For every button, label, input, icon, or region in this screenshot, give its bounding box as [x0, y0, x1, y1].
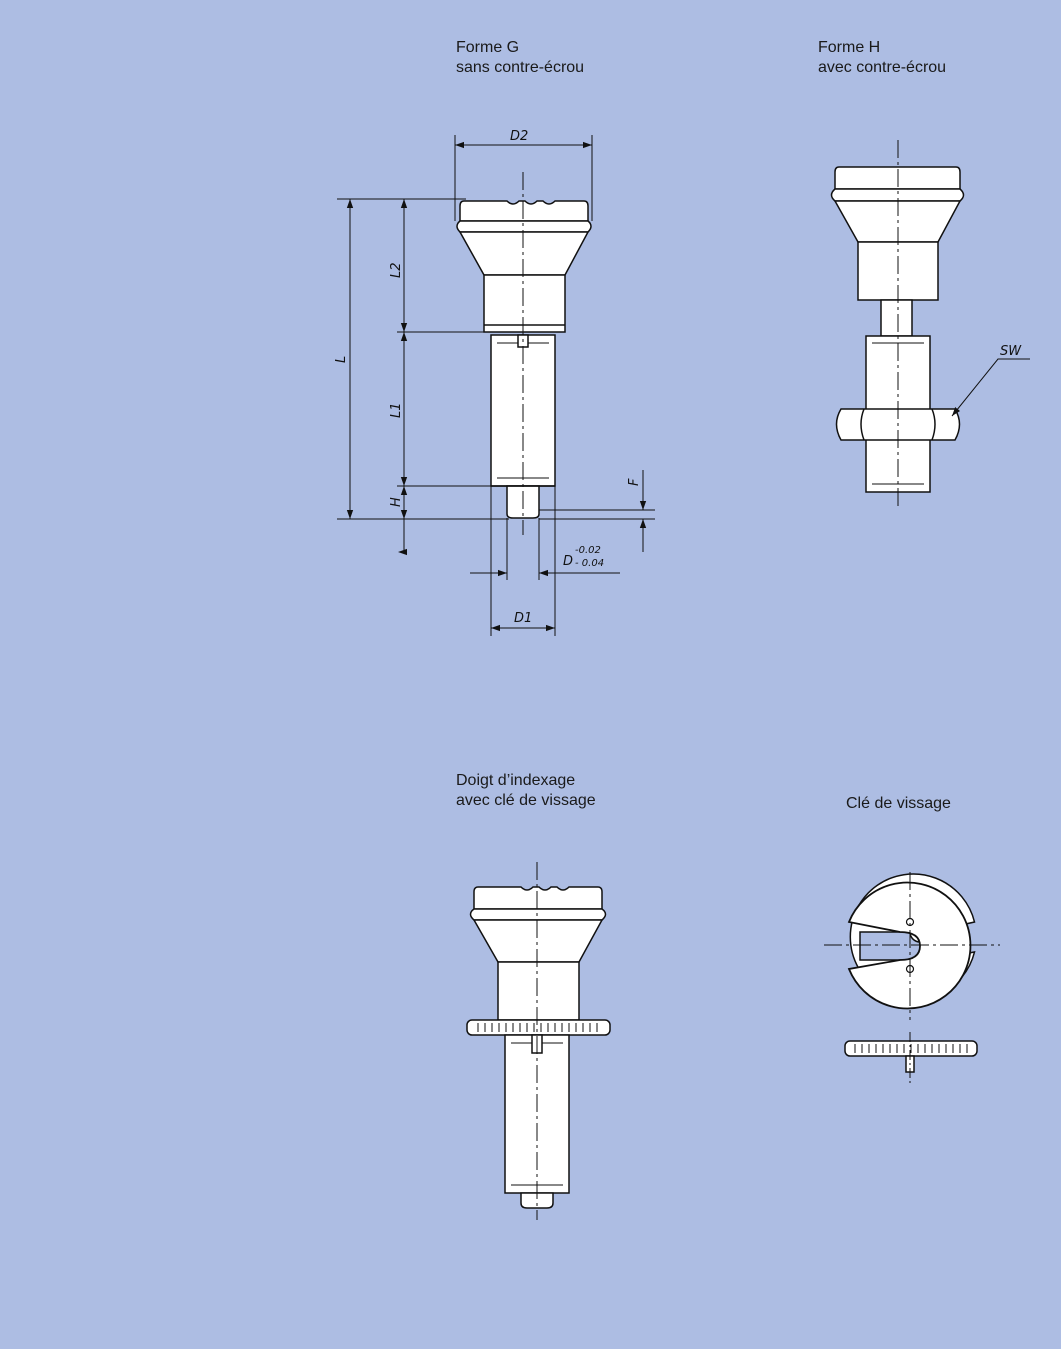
caption-indexing-subtitle: avec clé de vissage [456, 792, 596, 809]
forme-g-knob-rim [456, 220, 592, 233]
dim-l2-label: L2 [389, 262, 404, 278]
indexing-pin [520, 1192, 554, 1209]
caption-forme-g-subtitle: sans contre-écrou [456, 59, 585, 76]
forme-h-sw-leader [951, 358, 1030, 417]
caption-forme-h-subtitle: avec contre-écrou [818, 59, 947, 76]
caption-forme-g-title: Forme G [456, 39, 520, 56]
forme-g-knob-top [459, 200, 589, 222]
dim-d2-label: D2 [510, 129, 528, 144]
caption-indexing-title: Doigt d’indexage [456, 772, 576, 789]
dim-h-label: H [389, 497, 404, 507]
indexing-key-disc [466, 1019, 611, 1036]
indexing-plunger-view [466, 886, 611, 1209]
forme-h-stem [880, 299, 913, 337]
indexing-key-disc-knurl [477, 1023, 598, 1032]
caption-forme-g: Forme G sans contre-écrou [456, 38, 584, 78]
indexing-knob-top [473, 886, 603, 910]
indexing-knob-rim [469, 908, 607, 921]
caption-key-title: Clé de vissage [846, 795, 951, 812]
dim-l1-label: L1 [389, 402, 404, 418]
dim-l-label: L [334, 356, 349, 363]
key-side-knurl [854, 1044, 968, 1053]
dim-f-label: F [627, 478, 642, 486]
indexing-knob-cone [472, 919, 604, 963]
dim-d-tolerance-lower: - 0.04 [575, 558, 604, 569]
indexing-body [497, 961, 580, 1021]
caption-indexing-plunger: Doigt d’indexage avec clé de vissage [456, 771, 596, 811]
caption-forme-h-title: Forme H [818, 39, 881, 56]
forme-g-knob-cone [458, 231, 590, 276]
forme-g-view [456, 200, 592, 519]
forme-g-dimensions [337, 135, 655, 636]
caption-key: Clé de vissage [846, 794, 951, 814]
dim-d-tolerance-upper: -0.02 [575, 545, 601, 556]
dim-d-label: D [563, 554, 573, 569]
forme-g-body [483, 274, 566, 333]
dim-sw-label: SW [1000, 344, 1022, 359]
caption-forme-h: Forme H avec contre-écrou [818, 38, 946, 78]
dim-d1-label: D1 [514, 611, 532, 626]
